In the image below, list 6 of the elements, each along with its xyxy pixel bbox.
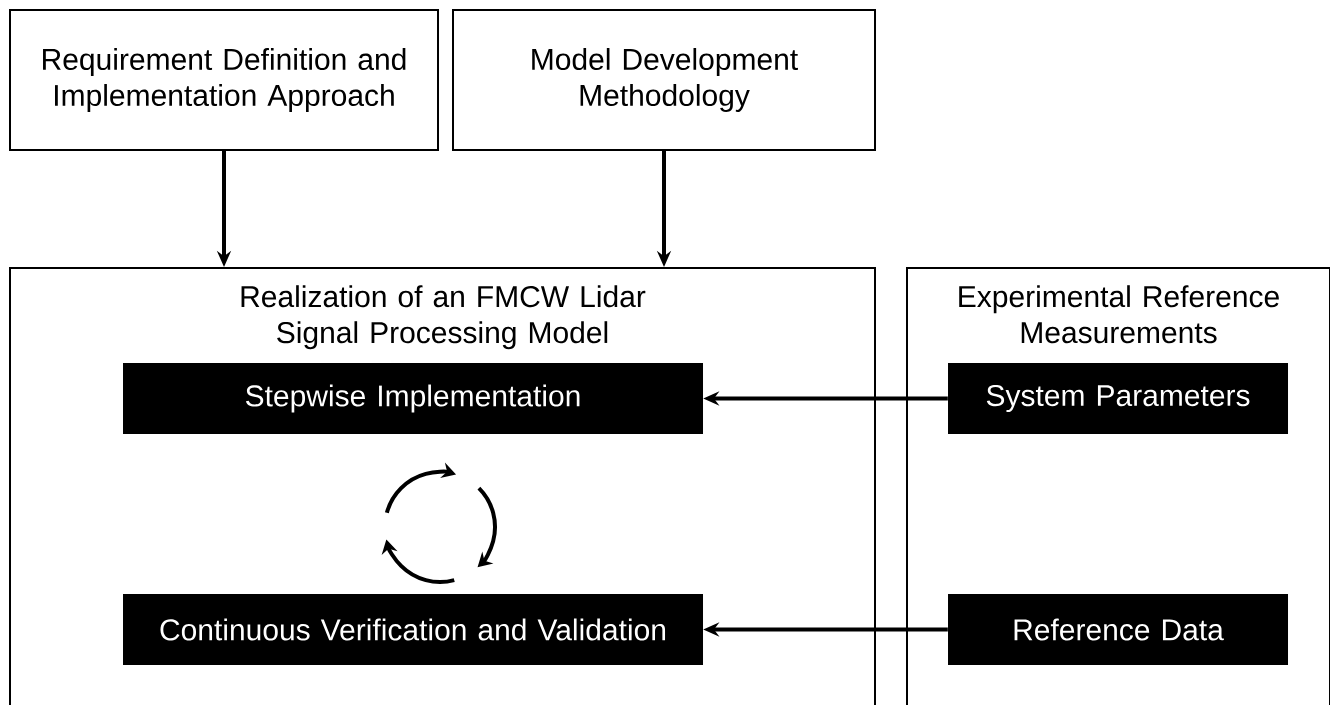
process-box: Model Development Methodology	[452, 9, 876, 151]
step-box: System Parameters	[948, 363, 1288, 434]
step-box: Stepwise Implementation	[123, 363, 703, 434]
process-box: Requirement Definition and Implementation Approach	[9, 9, 439, 151]
step-box: Continuous Verification and Validation	[123, 594, 703, 665]
step-box: Reference Data	[948, 594, 1288, 665]
